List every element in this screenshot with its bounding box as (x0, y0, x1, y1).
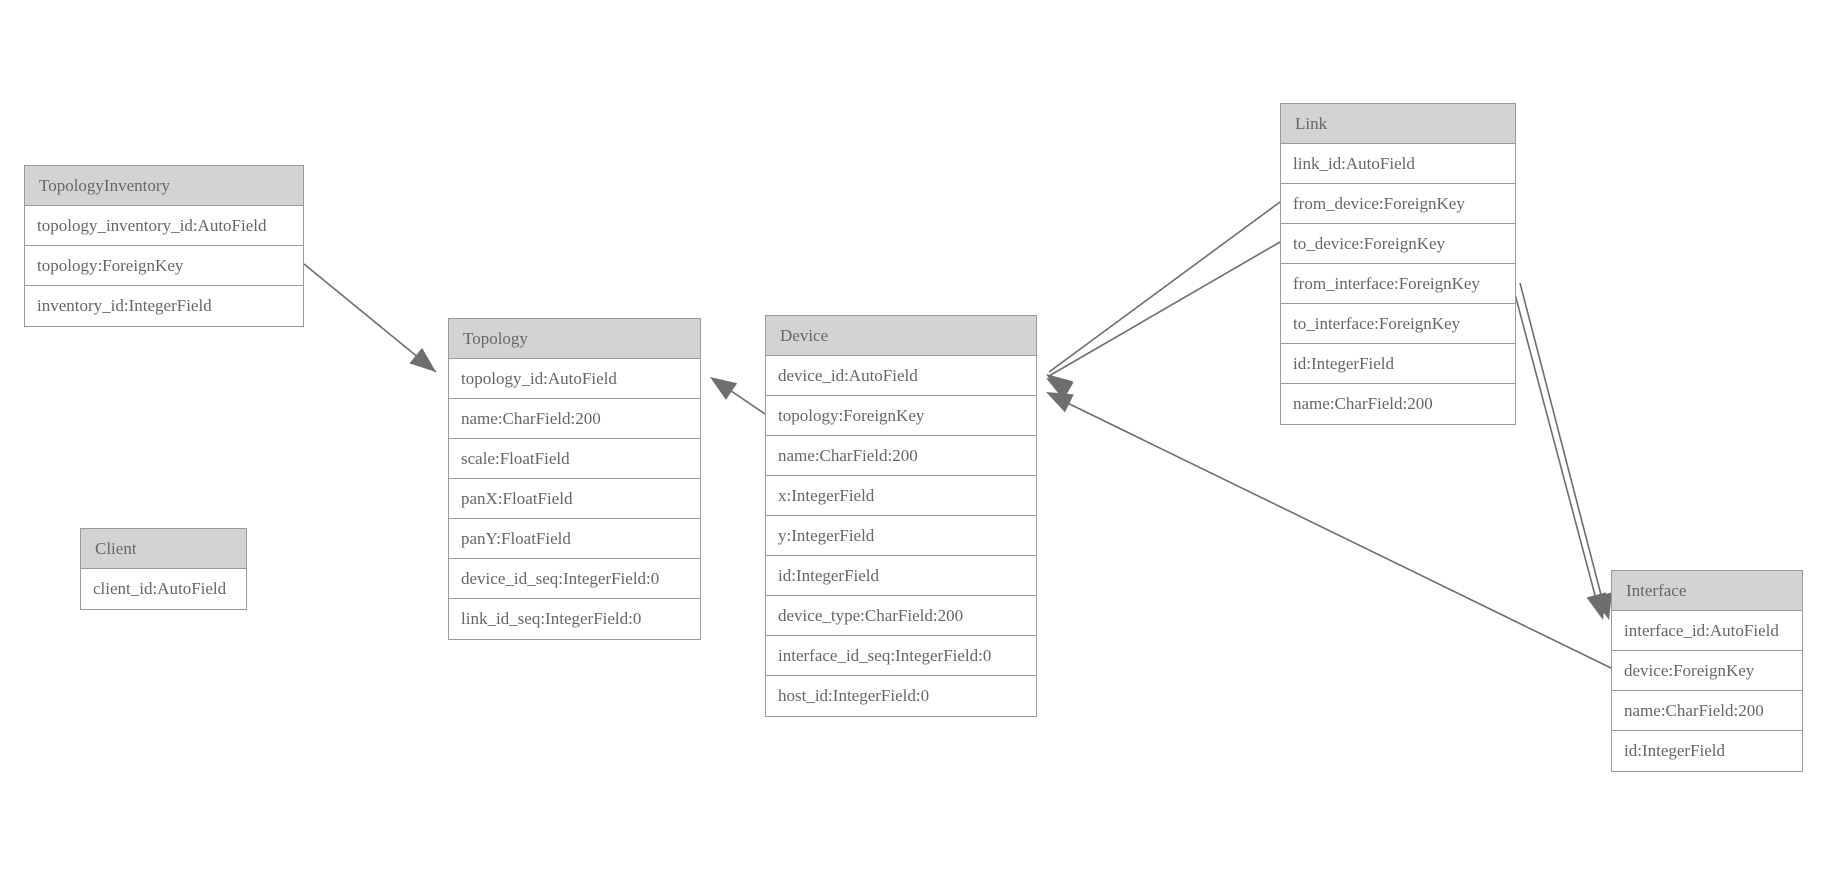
entity-field-row[interactable]: id:IntegerField (1612, 731, 1802, 771)
relation-arrowhead-link-to-device (1046, 378, 1074, 400)
entity-field-row[interactable]: name:CharField:200 (766, 436, 1036, 476)
relation-edge-link-from-device (1048, 201, 1281, 373)
entity-field-row[interactable]: panY:FloatField (449, 519, 700, 559)
entity-field-row[interactable]: client_id:AutoField (81, 569, 246, 609)
entity-field-row[interactable]: x:IntegerField (766, 476, 1036, 516)
entity-field-row[interactable]: device_type:CharField:200 (766, 596, 1036, 636)
entity-field-row[interactable]: from_device:ForeignKey (1281, 184, 1515, 224)
relation-edge-topologyinventory-topology (303, 263, 437, 373)
entity-field-row[interactable]: id:IntegerField (1281, 344, 1515, 384)
entity-field-row[interactable]: device:ForeignKey (1612, 651, 1802, 691)
entity-field-row[interactable]: name:CharField:200 (449, 399, 700, 439)
entity-field-row[interactable]: to_interface:ForeignKey (1281, 304, 1515, 344)
entity-title-link: Link (1281, 104, 1515, 144)
entity-field-row[interactable]: device_id_seq:IntegerField:0 (449, 559, 700, 599)
entity-field-row[interactable]: inventory_id:IntegerField (25, 286, 303, 326)
entity-field-row[interactable]: id:IntegerField (766, 556, 1036, 596)
entity-field-row[interactable]: to_device:ForeignKey (1281, 224, 1515, 264)
entity-title-topology_inventory: TopologyInventory (25, 166, 303, 206)
relation-edge-link-to-device (1048, 241, 1281, 377)
relation-arrowhead-interface-device (1046, 392, 1074, 413)
entity-title-interface: Interface (1612, 571, 1802, 611)
entity-field-row[interactable]: topology:ForeignKey (766, 396, 1036, 436)
relation-edge-link-from-interface (1511, 282, 1601, 615)
relation-arrowhead-topologyinventory-topology (409, 347, 436, 372)
entity-field-row[interactable]: scale:FloatField (449, 439, 700, 479)
entity-field-row[interactable]: interface_id:AutoField (1612, 611, 1802, 651)
entity-field-row[interactable]: topology:ForeignKey (25, 246, 303, 286)
entity-field-row[interactable]: name:CharField:200 (1281, 384, 1515, 424)
entity-field-row[interactable]: from_interface:ForeignKey (1281, 264, 1515, 304)
relation-arrowhead-link-from-device (1046, 374, 1073, 398)
entity-title-client: Client (81, 529, 246, 569)
entity-field-row[interactable]: interface_id_seq:IntegerField:0 (766, 636, 1036, 676)
entity-field-row[interactable]: device_id:AutoField (766, 356, 1036, 396)
entity-field-row[interactable]: topology_inventory_id:AutoField (25, 206, 303, 246)
relation-edge-device-topology (711, 377, 766, 415)
relation-arrowhead-link-to-interface (1592, 592, 1612, 620)
entity-title-device: Device (766, 316, 1036, 356)
relation-arrowhead-link-from-interface (1586, 592, 1606, 620)
entity-field-row[interactable]: link_id_seq:IntegerField:0 (449, 599, 700, 639)
relation-edge-interface-device (1048, 393, 1612, 669)
entity-field-row[interactable]: topology_id:AutoField (449, 359, 700, 399)
entity-field-row[interactable]: y:IntegerField (766, 516, 1036, 556)
relation-arrowhead-device-topology (710, 377, 738, 400)
entity-field-row[interactable]: name:CharField:200 (1612, 691, 1802, 731)
entity-title-topology: Topology (449, 319, 700, 359)
relation-edge-link-to-interface (1519, 282, 1607, 615)
entity-field-row[interactable]: link_id:AutoField (1281, 144, 1515, 184)
entity-field-row[interactable]: panX:FloatField (449, 479, 700, 519)
entity-field-row[interactable]: host_id:IntegerField:0 (766, 676, 1036, 716)
